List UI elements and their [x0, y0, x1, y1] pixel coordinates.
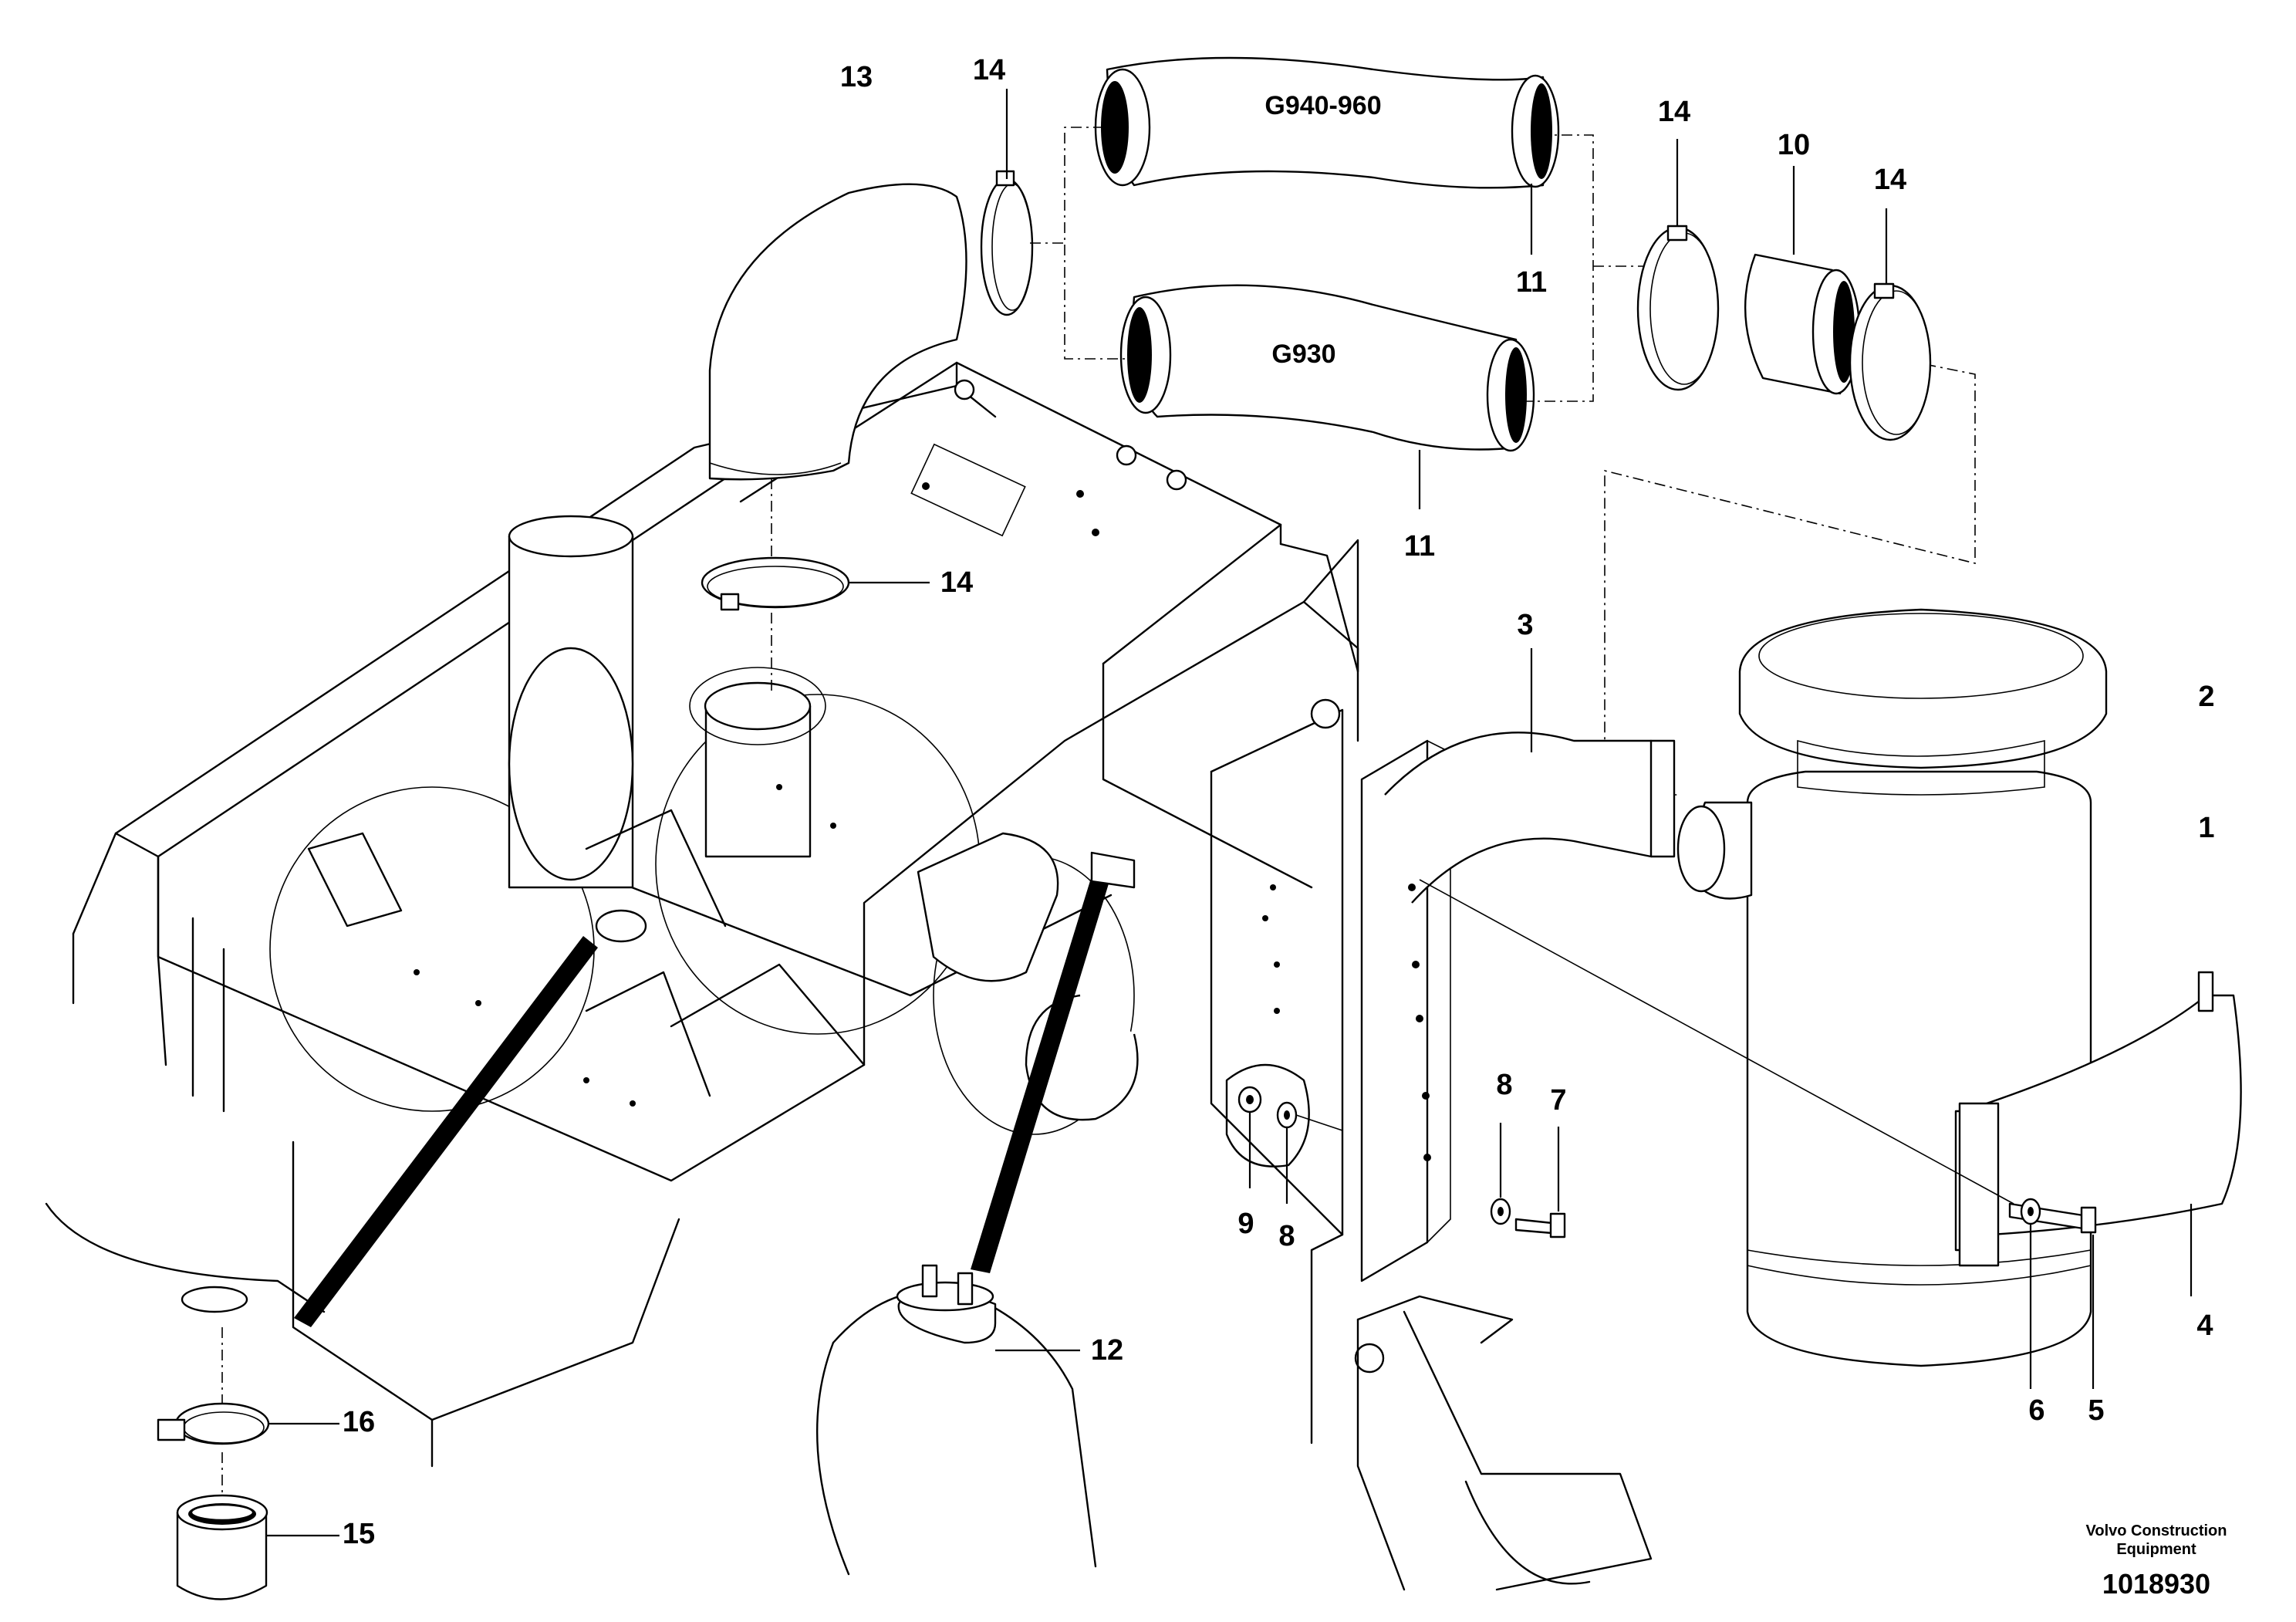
- callout-14-right-b: 14: [1874, 164, 1906, 196]
- callout-2: 2: [2198, 681, 2214, 713]
- callout-12: 12: [1091, 1334, 1123, 1367]
- part-16-clamp: [157, 1327, 339, 1445]
- callout-8-left: 8: [1278, 1220, 1295, 1252]
- pointer-arrow-16: [294, 936, 598, 1327]
- drawing-number: 1018930: [2102, 1568, 2210, 1600]
- part-2-filter-cover: [1738, 608, 2108, 796]
- callout-10: 10: [1778, 129, 1810, 161]
- part-7-bolt: [1514, 1127, 1566, 1238]
- part-8-washer-a: [1490, 1123, 1511, 1225]
- callout-7: 7: [1550, 1084, 1566, 1117]
- part-13-elbow: [708, 183, 967, 694]
- callout-3: 3: [1517, 609, 1533, 641]
- brand-line-2: Equipment: [2116, 1541, 2196, 1558]
- callout-11-lower: 11: [1404, 530, 1435, 563]
- part-14-clamp-right-b: [1849, 208, 1932, 441]
- part-11-hose-g930: G930: [1119, 284, 1535, 509]
- part-15-sleeve: [176, 1452, 339, 1600]
- callout-4: 4: [2196, 1309, 2213, 1342]
- callout-labels: 13 14 14 11 11 14 10 14 3 2 1 4 5 6 7 8 …: [343, 54, 2215, 1550]
- callout-9: 9: [1237, 1208, 1254, 1240]
- callout-14-middle: 14: [940, 566, 973, 599]
- callout-14-top-left: 14: [973, 54, 1005, 86]
- part-14-clamp-lower: [701, 556, 930, 611]
- part-10-sleeve: [1744, 166, 1861, 395]
- callout-14-right-a: 14: [1658, 96, 1690, 128]
- callout-1: 1: [2198, 812, 2214, 844]
- part-14-clamp-right-a: [1636, 139, 1720, 391]
- hose-variant-label-g940: G940-960: [1264, 91, 1381, 120]
- callout-15: 15: [343, 1518, 375, 1550]
- part-8-washer-b: [1276, 1101, 1343, 1204]
- part-11-hose-g940-960: G940-960: [1094, 56, 1560, 255]
- part-12-breather-cap: [896, 851, 1136, 1352]
- part-3-upper-bracket: [1360, 648, 1676, 1282]
- part-9-nut: [1237, 1086, 1262, 1188]
- bolt-alignment-line: [1419, 879, 2014, 1205]
- footer-brand: Volvo Construction Equipment 1018930: [2086, 1522, 2227, 1600]
- hose-variant-label-g930: G930: [1271, 340, 1335, 369]
- callout-8-right: 8: [1496, 1069, 1512, 1101]
- drain-port: [595, 909, 647, 943]
- part-6-washer: [2020, 1198, 2041, 1389]
- callout-11-upper: 11: [1516, 266, 1547, 299]
- brand-line-1: Volvo Construction: [2086, 1522, 2227, 1539]
- callout-16: 16: [343, 1406, 375, 1438]
- callout-13: 13: [840, 61, 873, 93]
- part-14-clamp-upper-left: [980, 89, 1034, 316]
- part-1-air-filter: [1676, 770, 2092, 1367]
- machine-body: [45, 361, 1653, 1591]
- callout-5: 5: [2088, 1394, 2104, 1427]
- callout-6: 6: [2028, 1394, 2044, 1427]
- part-4-lower-strap: [1954, 971, 2242, 1296]
